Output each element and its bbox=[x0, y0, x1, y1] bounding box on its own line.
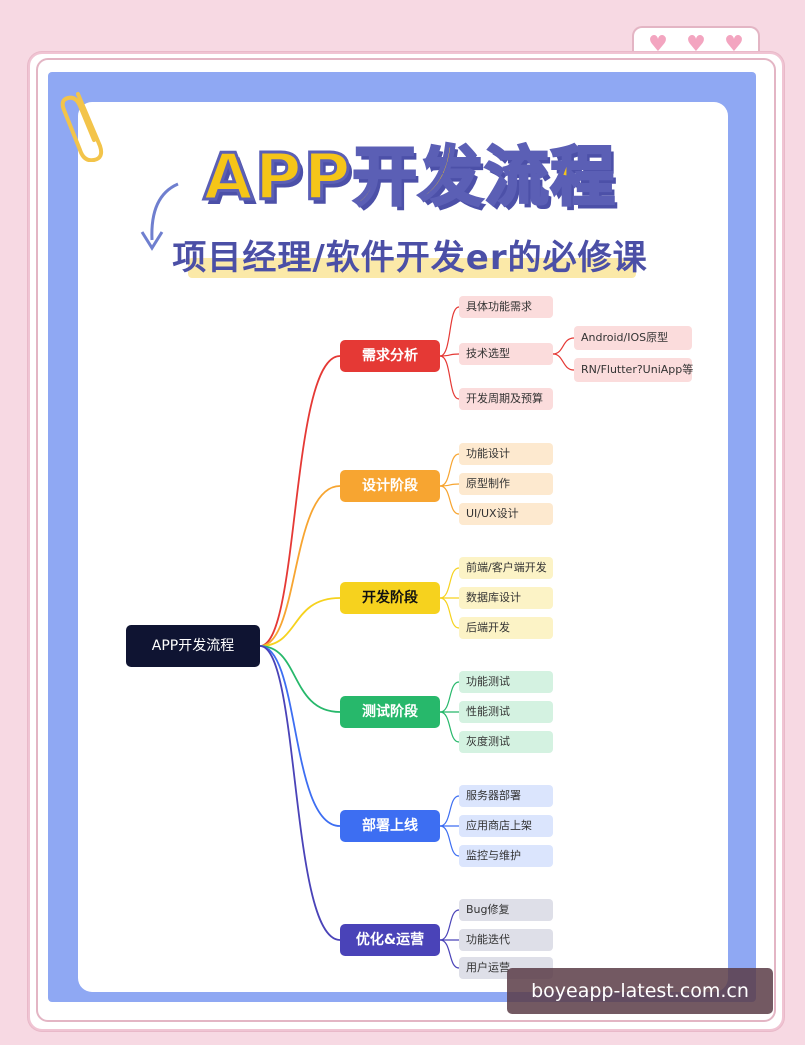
leaf-node: 功能测试 bbox=[459, 671, 553, 693]
connector-line bbox=[439, 681, 460, 713]
sub-leaf-node: RN/Flutter?UniApp等 bbox=[574, 358, 693, 382]
connector-line bbox=[259, 645, 341, 713]
branch-node: 测试阶段 bbox=[340, 696, 440, 728]
leaf-node: Bug修复 bbox=[459, 899, 553, 921]
leaf-node: UI/UX设计 bbox=[459, 503, 553, 525]
connector-line bbox=[259, 485, 341, 647]
page-title: APP开发流程 bbox=[202, 140, 617, 217]
heart-icon: ♥ bbox=[686, 32, 706, 57]
subtitle-highlight bbox=[188, 258, 636, 278]
connector-line bbox=[439, 353, 460, 357]
content-card bbox=[78, 102, 728, 992]
connector-line bbox=[439, 909, 460, 941]
leaf-node: 开发周期及预算 bbox=[459, 388, 553, 410]
connector-line bbox=[439, 355, 460, 400]
connector-line bbox=[259, 355, 341, 647]
connector-line bbox=[439, 453, 460, 487]
connector-line bbox=[552, 337, 575, 355]
root-node: APP开发流程 bbox=[126, 625, 260, 667]
leaf-node: 数据库设计 bbox=[459, 587, 553, 609]
connector-line bbox=[439, 306, 460, 357]
connector-line bbox=[259, 597, 341, 647]
leaf-node: 性能测试 bbox=[459, 701, 553, 723]
connector-line bbox=[552, 353, 575, 371]
heart-icon: ♥ bbox=[648, 32, 668, 57]
page-subtitle: 项目经理/软件开发er的必修课 bbox=[172, 238, 648, 278]
branch-node: 需求分析 bbox=[340, 340, 440, 372]
branch-node: 开发阶段 bbox=[340, 582, 440, 614]
leaf-node: 具体功能需求 bbox=[459, 296, 553, 318]
leaf-node: 功能迭代 bbox=[459, 929, 553, 951]
connector-line bbox=[439, 795, 460, 827]
leaf-node: 灰度测试 bbox=[459, 731, 553, 753]
connector-line bbox=[439, 939, 460, 969]
leaf-node: 原型制作 bbox=[459, 473, 553, 495]
connector-line bbox=[259, 645, 341, 941]
heart-icon: ♥ bbox=[724, 32, 744, 57]
leaf-node: 技术选型 bbox=[459, 343, 553, 365]
connector-line bbox=[439, 567, 460, 599]
watermark: boyeapp-latest.com.cn bbox=[507, 968, 773, 1014]
leaf-node: 后端开发 bbox=[459, 617, 553, 639]
branch-node: 部署上线 bbox=[340, 810, 440, 842]
branch-node: 优化&运营 bbox=[340, 924, 440, 956]
leaf-node: 服务器部署 bbox=[459, 785, 553, 807]
leaf-node: 功能设计 bbox=[459, 443, 553, 465]
paperclip-icon bbox=[60, 92, 104, 162]
leaf-node: 前端/客户端开发 bbox=[459, 557, 553, 579]
curved-arrow-icon bbox=[140, 182, 179, 251]
leaf-node: 监控与维护 bbox=[459, 845, 553, 867]
connector-line bbox=[439, 825, 460, 857]
branch-node: 设计阶段 bbox=[340, 470, 440, 502]
leaf-node: 应用商店上架 bbox=[459, 815, 553, 837]
sub-leaf-node: Android/IOS原型 bbox=[574, 326, 692, 350]
connector-line bbox=[439, 597, 460, 629]
connector-line bbox=[439, 711, 460, 743]
connector-line bbox=[439, 485, 460, 515]
connector-line bbox=[259, 645, 341, 827]
